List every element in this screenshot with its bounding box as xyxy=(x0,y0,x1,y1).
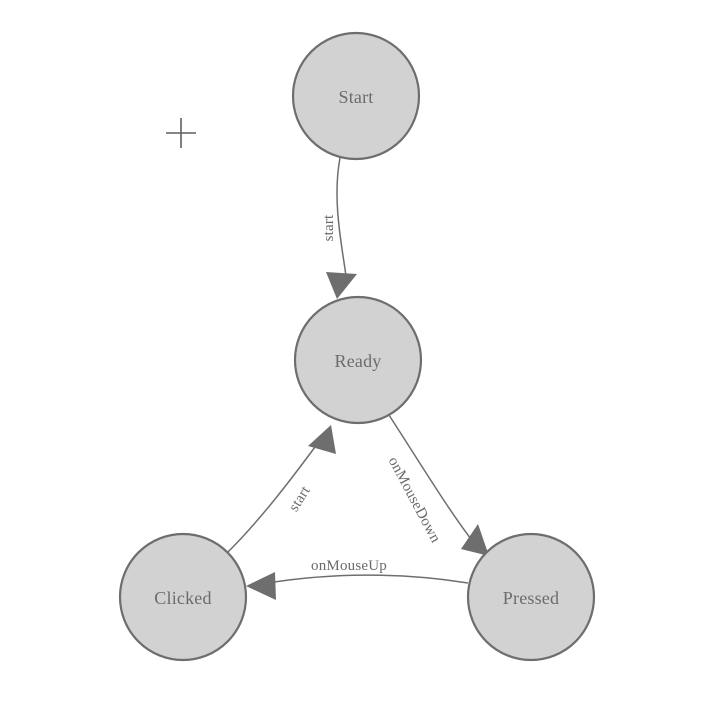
state-node-pressed-circle[interactable] xyxy=(466,532,596,662)
edge-label-pressed-to-clicked: onMouseUp xyxy=(311,558,387,574)
arrowhead-ready-to-pressed xyxy=(461,524,489,556)
state-node-pressed[interactable]: Pressed xyxy=(466,532,596,662)
state-node-start-label: Start xyxy=(339,87,374,107)
state-node-ready-circle[interactable] xyxy=(293,295,423,425)
edge-pressed-to-clicked: onMouseUp xyxy=(246,558,469,600)
edge-label-ready-to-pressed: onMouseDown xyxy=(385,454,444,545)
state-node-ready-label: Ready xyxy=(335,351,382,371)
edge-label-clicked-to-ready: start xyxy=(286,483,314,515)
state-node-start-circle[interactable] xyxy=(291,31,421,161)
state-node-clicked[interactable]: Clicked xyxy=(118,532,248,662)
edge-clicked-to-ready: start xyxy=(227,425,336,553)
state-node-start[interactable]: Start xyxy=(291,31,421,161)
state-node-clicked-circle[interactable] xyxy=(118,532,248,662)
plus-crosshair-icon xyxy=(166,118,196,148)
state-node-ready[interactable]: Ready xyxy=(293,295,423,425)
edge-start-to-ready: start xyxy=(321,157,357,299)
edge-path-ready-to-pressed xyxy=(386,411,475,544)
edge-path-pressed-to-clicked xyxy=(267,574,469,584)
state-node-pressed-label: Pressed xyxy=(503,588,559,608)
arrowhead-clicked-to-ready xyxy=(308,425,336,454)
state-node-clicked-label: Clicked xyxy=(154,588,211,608)
edge-ready-to-pressed: onMouseDown xyxy=(385,411,489,556)
edge-label-start-to-ready: start xyxy=(321,214,337,241)
edge-path-start-to-ready xyxy=(336,157,347,277)
arrowhead-pressed-to-clicked xyxy=(246,572,276,600)
edge-path-clicked-to-ready xyxy=(227,446,316,553)
arrowhead-start-to-ready xyxy=(326,272,357,299)
